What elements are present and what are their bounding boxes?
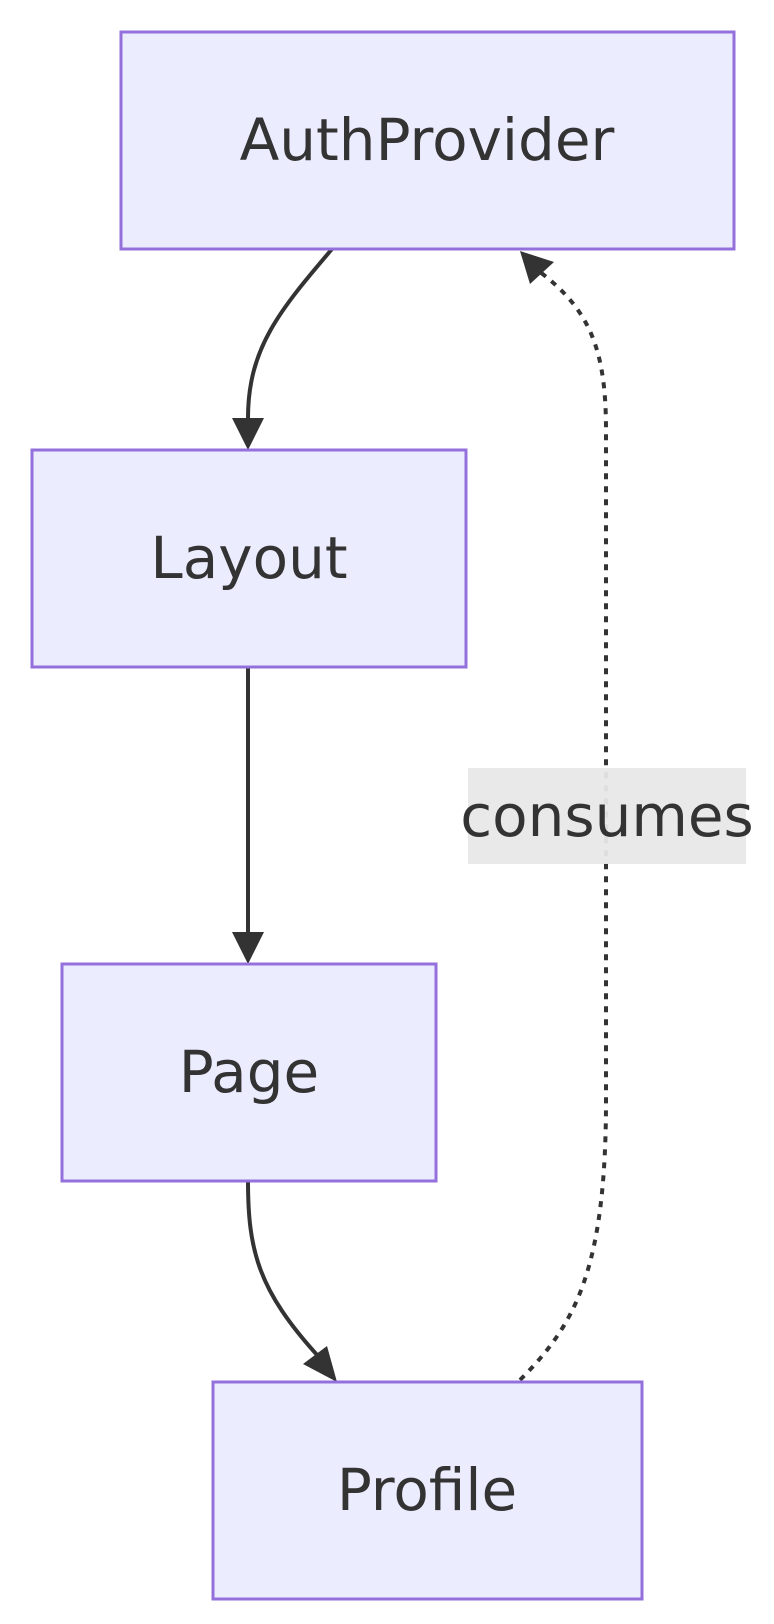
- node-page-label: Page: [179, 1038, 319, 1106]
- edges: consumes: [232, 247, 754, 1382]
- node-layout[interactable]: Layout: [30, 448, 468, 669]
- arrowhead-profile: [303, 1346, 337, 1382]
- node-auth-provider-box: [119, 30, 736, 251]
- arrowhead-page: [232, 932, 264, 964]
- edge-label-text: consumes: [460, 782, 754, 850]
- edge-profile-to-auth: [518, 270, 608, 1382]
- node-page[interactable]: Page: [60, 962, 438, 1183]
- node-page-box: [60, 962, 438, 1183]
- edge-auth-to-layout: [246, 247, 334, 419]
- node-auth-provider[interactable]: AuthProvider: [119, 30, 736, 251]
- node-profile-label: Profile: [337, 1456, 517, 1524]
- edge-label-consumes: consumes: [460, 768, 754, 864]
- edge-page-to-profile: [246, 1180, 320, 1358]
- nodes: AuthProvider Layout Page Profile: [30, 30, 736, 1601]
- node-layout-box: [30, 448, 468, 669]
- node-profile-box: [211, 1380, 644, 1601]
- arrowhead-auth: [520, 251, 554, 284]
- node-profile[interactable]: Profile: [211, 1380, 644, 1601]
- node-auth-provider-label: AuthProvider: [240, 106, 615, 174]
- edge-label-background: [468, 768, 746, 864]
- node-layout-label: Layout: [150, 524, 347, 592]
- arrowhead-layout: [232, 418, 264, 450]
